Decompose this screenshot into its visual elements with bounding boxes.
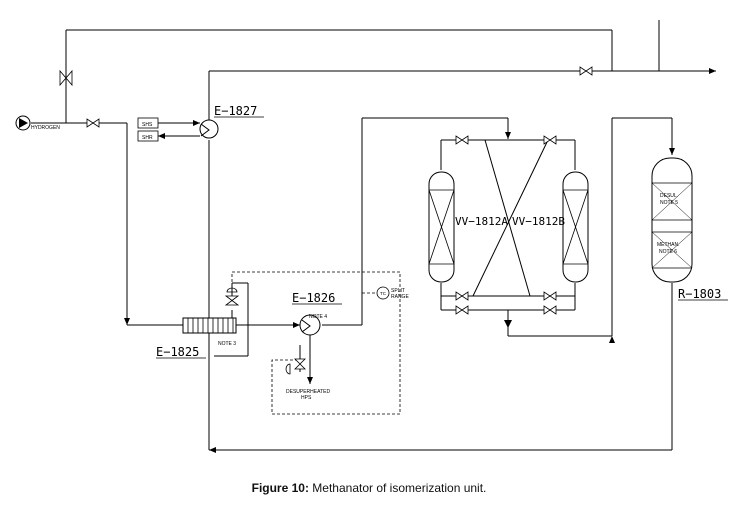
vv1812b-vessel <box>562 171 589 283</box>
shs-label: SHS <box>142 122 153 128</box>
vv1812b-inlet-valve-icon <box>543 135 557 145</box>
temperature-controller-icon <box>376 286 390 300</box>
figure-caption-prefix: Figure 10: <box>251 481 309 495</box>
note3-label: NOTE 3 <box>218 341 236 347</box>
cross-line-1 <box>472 139 549 297</box>
e1826-tag: E−1826 <box>292 291 335 305</box>
r1803-tag: R−1803 <box>678 287 721 301</box>
vv1812a-outlet-valve-icon <box>455 305 469 315</box>
cross-line-2 <box>484 139 531 297</box>
outlet-header-valve-icon <box>579 66 593 76</box>
hydrogen-label: HYDROGEN <box>31 125 60 131</box>
vv1812a-inlet-valve-icon <box>455 135 469 145</box>
e1826-exchanger-icon <box>299 314 321 336</box>
desuperheated-label-2: HPS <box>301 395 312 401</box>
shr-box <box>137 130 159 142</box>
hydrogen-feed-valve-icon <box>86 118 100 128</box>
bypass-actuator-icon <box>226 287 238 293</box>
desuperheated-label-1: DESUPERHEATED <box>286 389 330 395</box>
outlet-flow-arrow-icon <box>504 320 512 328</box>
e1825-exchanger-icon <box>182 317 237 334</box>
vv1812b-tag: VV−1812B <box>512 215 565 228</box>
note4-label: NOTE 4 <box>309 314 327 320</box>
vv1812a-mid-valve-icon <box>455 291 469 301</box>
figure-caption: Figure 10: Methanator of isomerization u… <box>0 481 738 495</box>
r1803-reactor <box>651 157 693 283</box>
shr-label: SHR <box>142 135 153 141</box>
methan-label-1: METHAN. <box>657 242 680 248</box>
vv1812a-vessel <box>428 171 455 283</box>
bypass-control-valve-icon <box>224 295 240 306</box>
e1827-tag: E−1827 <box>214 104 257 118</box>
desuperheat-control-valve-icon <box>294 358 306 370</box>
e1827-heater-icon <box>199 119 219 139</box>
vv1812b-outlet-valve-icon <box>543 305 557 315</box>
hydrogen-vent-valve-icon <box>59 69 73 87</box>
e1825-tag: E−1825 <box>156 345 199 359</box>
figure-caption-text: Methanator of isomerization unit. <box>308 481 487 495</box>
desuperheat-actuator-icon <box>285 363 291 375</box>
methan-label-2: NOTE 6 <box>659 249 677 255</box>
vv1812a-tag: VV−1812A <box>455 215 508 228</box>
split-range-label-2: RANGE <box>391 294 409 300</box>
shs-box <box>137 117 159 129</box>
split-range-label-1: SPLIT <box>391 288 405 294</box>
vv1812b-mid-valve-icon <box>543 291 557 301</box>
tc-label: TC <box>380 291 387 296</box>
desulf-label-1: DESUL. <box>660 193 678 199</box>
desulf-label-2: NOTE 5 <box>660 200 678 206</box>
temperature-control-signal <box>231 271 401 415</box>
